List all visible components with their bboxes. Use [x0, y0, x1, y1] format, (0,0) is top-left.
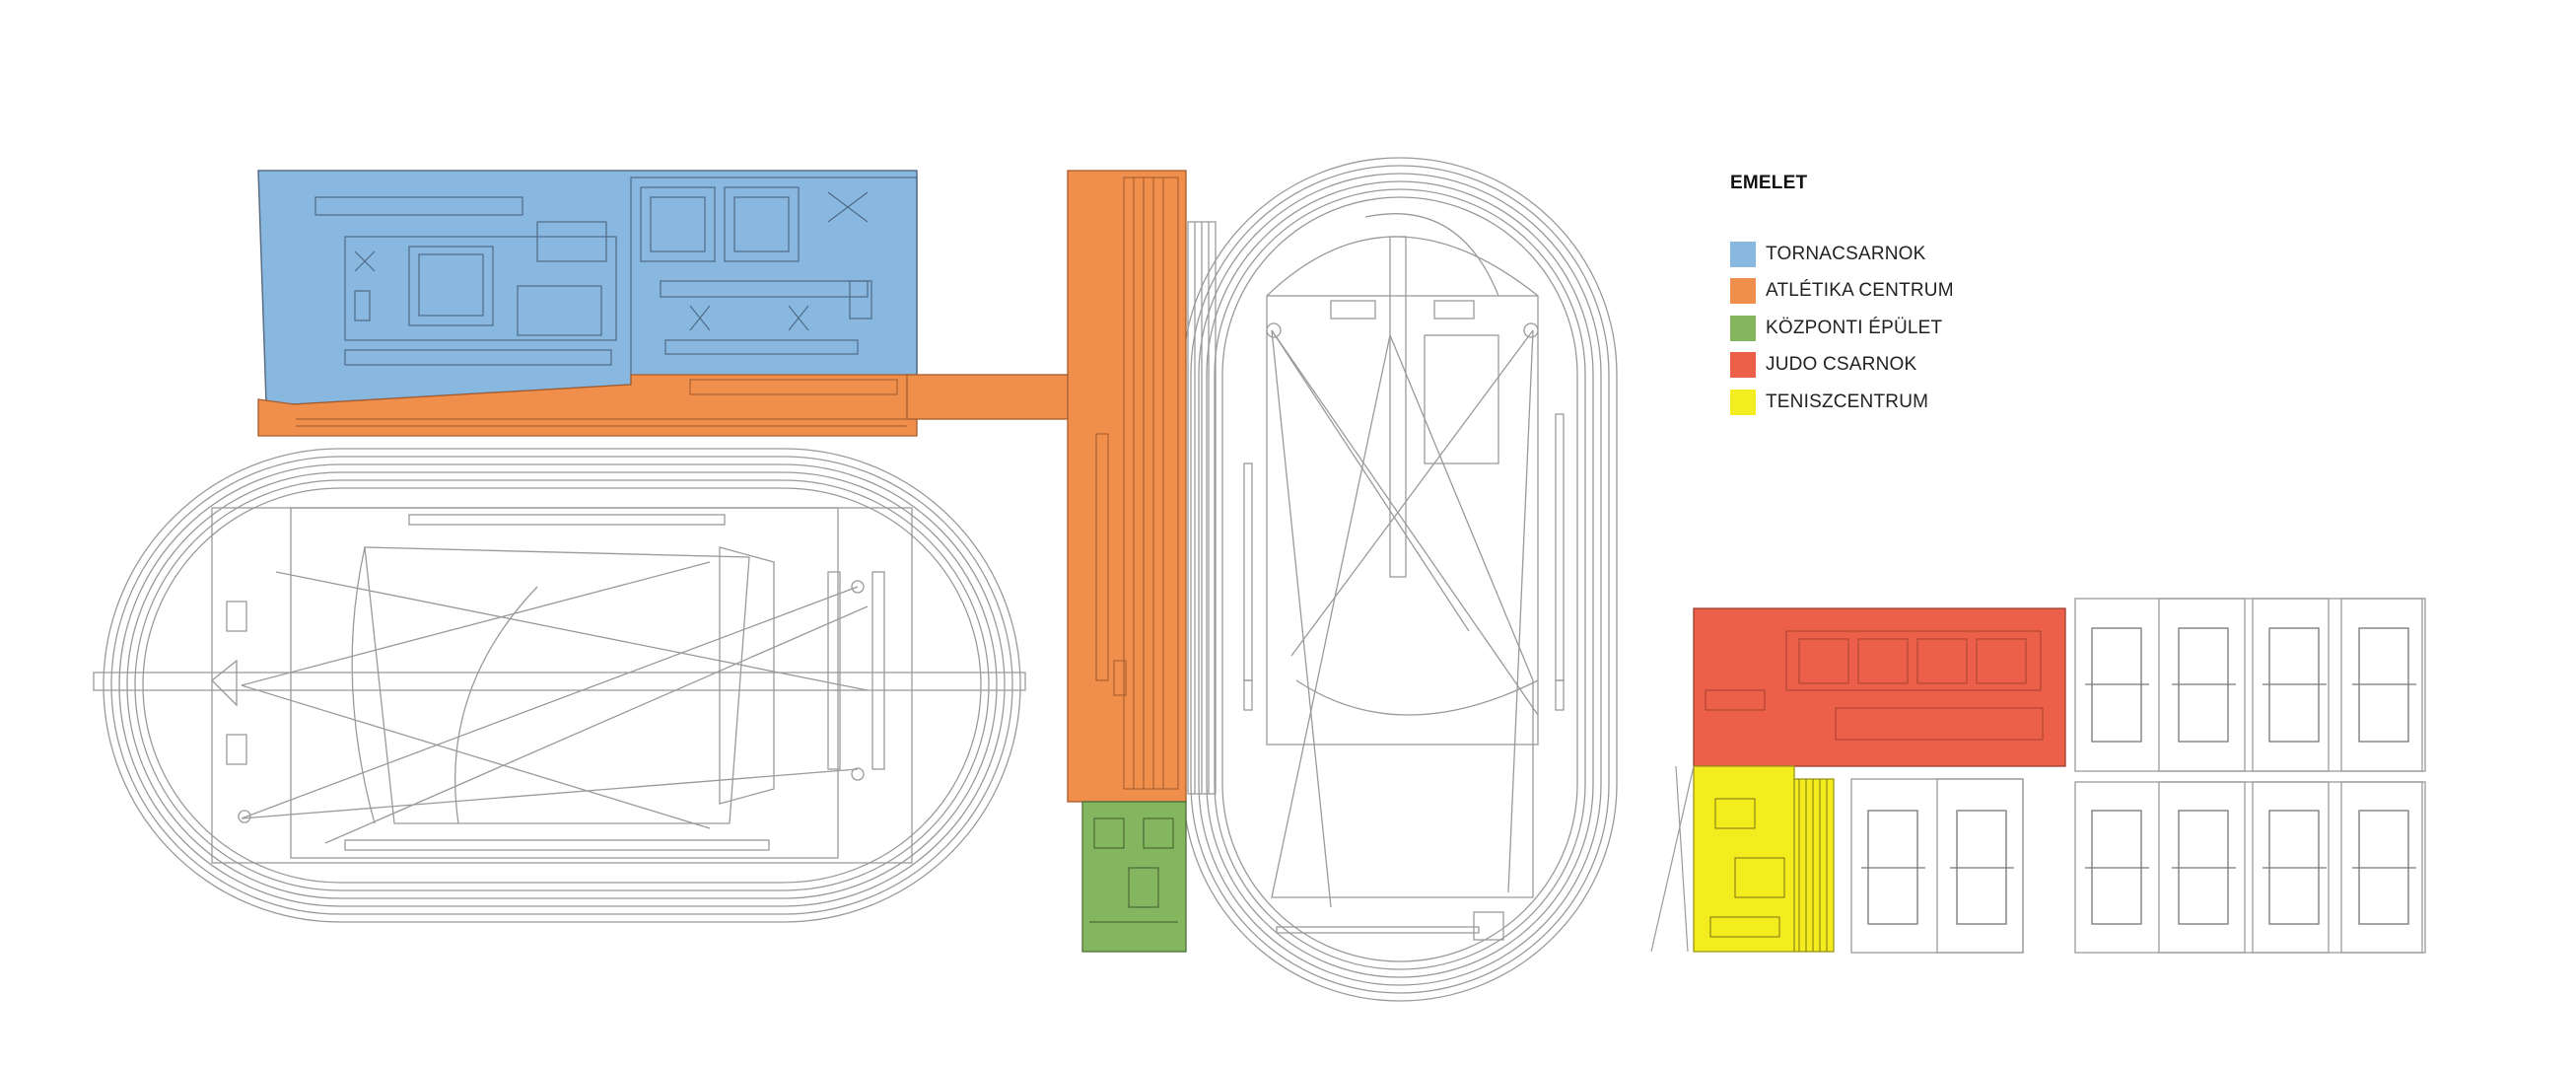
legend-item: TORNACSARNOK: [1730, 236, 1954, 273]
legend-label: KÖZPONTI ÉPÜLET: [1766, 317, 1943, 338]
legend-swatch: [1730, 241, 1756, 267]
legend: EMELET TORNACSARNOK ATLÉTIKA CENTRUM KÖZPO…: [1730, 173, 1954, 421]
legend-items: TORNACSARNOK ATLÉTIKA CENTRUM KÖZPONTI ÉPÜ…: [1730, 236, 1954, 421]
atletika-centrum-zone: [257, 170, 1187, 803]
legend-label: ATLÉTIKA CENTRUM: [1766, 280, 1954, 302]
left-track: [93, 448, 1026, 923]
tennis-courts: [1850, 598, 2426, 954]
legend-label: TENISZCENTRUM: [1766, 390, 1929, 412]
legend-swatch: [1730, 278, 1756, 305]
legend-item: ATLÉTIKA CENTRUM: [1730, 273, 1954, 311]
legend-swatch: [1730, 315, 1756, 341]
legend-swatch: [1730, 352, 1756, 379]
kozponti-epulet-zone: [1081, 801, 1187, 953]
legend-swatch: [1730, 389, 1756, 415]
tornacsarnok-zone: [257, 170, 918, 405]
right-track: [1182, 157, 1618, 1002]
legend-label: TORNACSARNOK: [1766, 243, 1926, 264]
legend-title: EMELET: [1730, 173, 1808, 193]
legend-item: JUDO CSARNOK: [1730, 347, 1954, 385]
judo-csarnok-zone: [1693, 607, 2066, 767]
legend-label: JUDO CSARNOK: [1766, 354, 1917, 376]
teniszcentrum-zone: [1693, 765, 1835, 953]
legend-item: KÖZPONTI ÉPÜLET: [1730, 310, 1954, 347]
legend-item: TENISZCENTRUM: [1730, 384, 1954, 421]
